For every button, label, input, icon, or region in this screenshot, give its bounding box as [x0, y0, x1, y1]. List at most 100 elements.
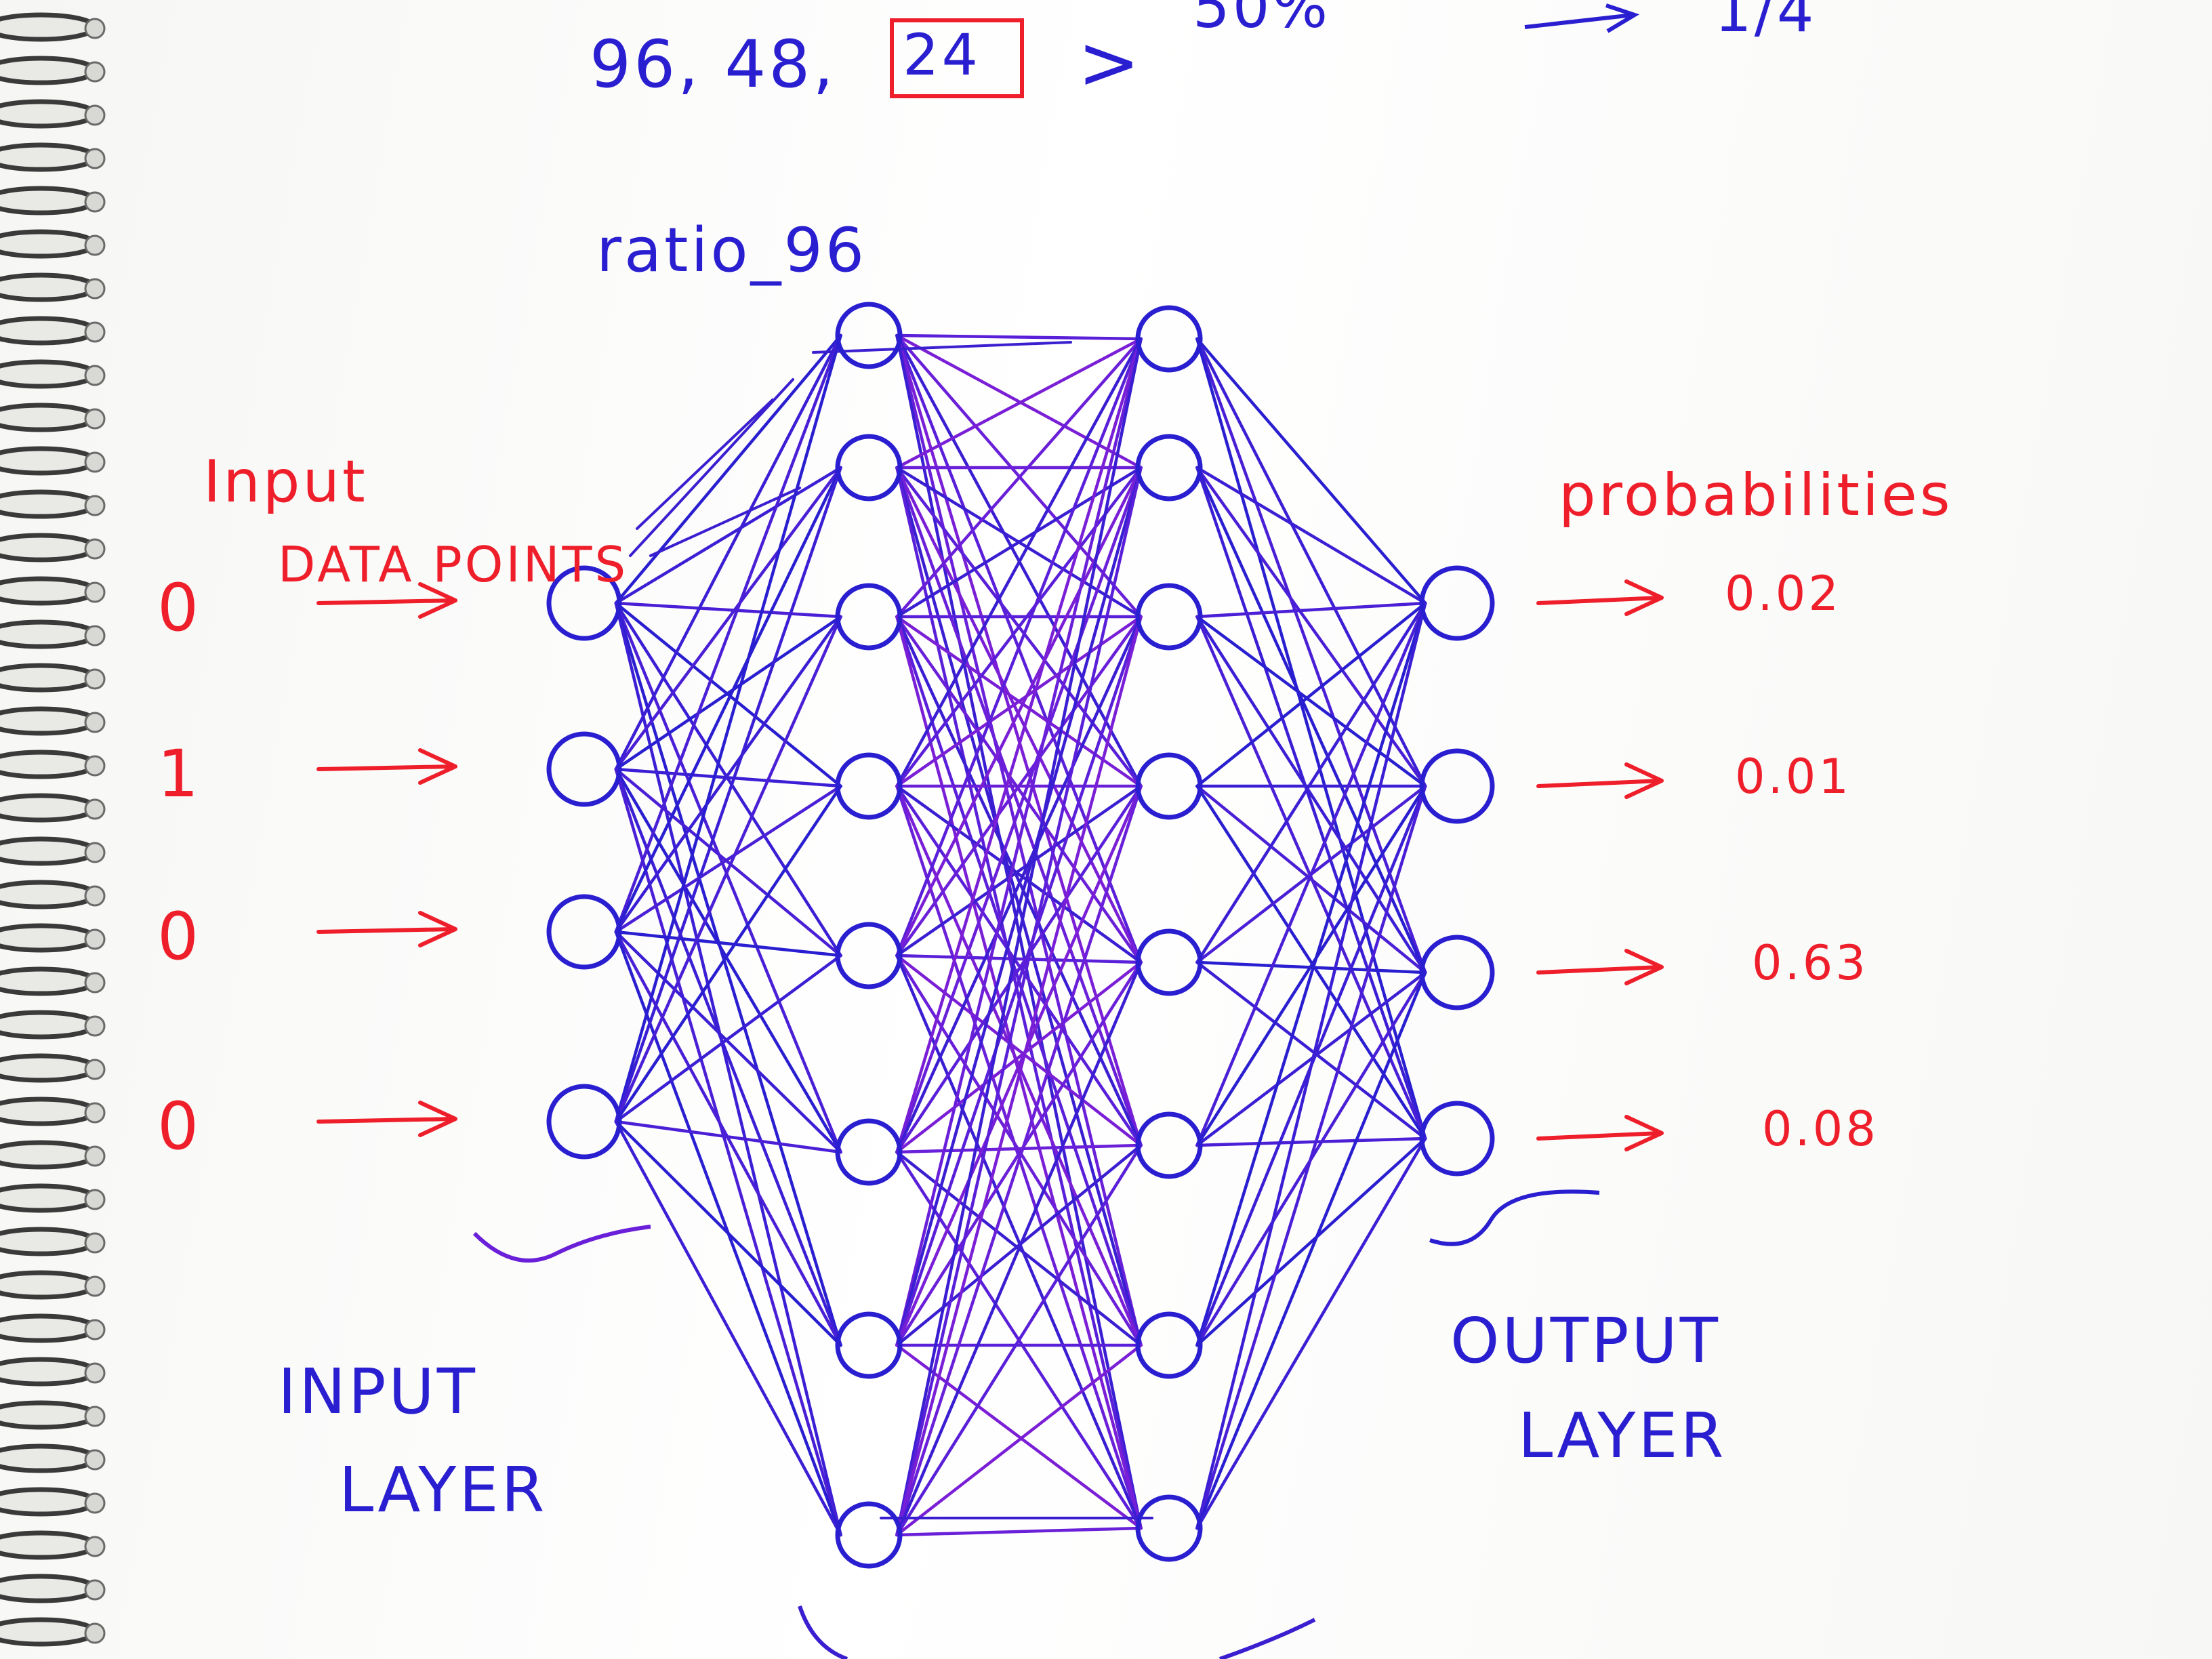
spiral-binding — [0, 12, 106, 1647]
input-node — [546, 894, 622, 970]
connection-line — [614, 601, 842, 1347]
connection-line — [895, 954, 1143, 964]
binding-hole — [84, 928, 106, 950]
connection-line — [1195, 337, 1427, 788]
network-connections — [614, 333, 1427, 1537]
output-probability: 0.02 — [1725, 566, 1841, 621]
input-value: 0 — [157, 570, 201, 646]
connection-line — [614, 767, 842, 958]
binding-hole — [84, 321, 106, 343]
binding-ring — [0, 12, 98, 42]
hidden1-node — [835, 922, 903, 989]
input-value: 0 — [157, 1088, 201, 1164]
binding-hole — [84, 1622, 106, 1644]
binding-ring — [0, 1357, 98, 1387]
binding-hole — [84, 1145, 106, 1167]
connection-line — [812, 341, 1072, 354]
input-brace-squiggle — [472, 1225, 651, 1263]
connection-line — [1195, 970, 1427, 1530]
binding-hole — [84, 61, 106, 83]
binding-ring — [0, 1227, 98, 1256]
input-node — [546, 731, 622, 807]
connection-line — [614, 615, 842, 934]
network-nodes — [546, 302, 1495, 1569]
binding-ring — [0, 186, 98, 216]
connection-line — [895, 960, 1143, 1154]
hidden1-node — [835, 752, 903, 820]
connection-line — [614, 930, 842, 1347]
binding-ring — [0, 923, 98, 953]
binding-ring — [0, 142, 98, 172]
binding-hole — [84, 1189, 106, 1210]
connection-line — [1195, 1136, 1427, 1347]
connection-line — [614, 333, 842, 771]
binding-ring — [0, 446, 98, 476]
binding-hole — [84, 408, 106, 430]
binding-ring — [0, 576, 98, 606]
binding-ring — [0, 99, 98, 129]
connection-line — [614, 466, 842, 1124]
connection-line — [1195, 466, 1427, 1141]
output-arrow-icon — [1536, 1115, 1664, 1151]
input-arrow-icon — [316, 1101, 457, 1137]
connection-line — [614, 615, 842, 771]
binding-ring — [0, 1010, 98, 1040]
connection-line — [629, 378, 794, 557]
connection-line — [895, 615, 1143, 1537]
binding-ring — [0, 229, 98, 259]
hidden2-node — [1135, 928, 1203, 996]
input-arrow-icon — [316, 911, 457, 947]
binding-ring — [0, 1400, 98, 1430]
connection-line — [895, 960, 1143, 1537]
binding-hole — [84, 18, 106, 39]
hidden1-node — [835, 434, 903, 501]
hidden1-node — [835, 1311, 903, 1379]
connection-line — [895, 333, 1143, 341]
connection-line — [895, 466, 1143, 619]
connection-line — [614, 930, 842, 1154]
connection-line — [1195, 466, 1427, 975]
binding-hole — [84, 234, 106, 256]
connection-line — [614, 333, 842, 1124]
connection-line — [895, 1343, 1143, 1530]
top-arrow-note: > — [1078, 19, 1140, 106]
top-sequence-note: 96, 48, — [590, 26, 836, 102]
connection-line — [614, 767, 842, 1347]
connection-line — [895, 337, 1143, 788]
binding-hole — [84, 798, 106, 820]
binding-ring — [0, 966, 98, 996]
connection-line — [895, 466, 1143, 788]
binding-hole — [84, 1492, 106, 1514]
connection-line — [895, 466, 1143, 958]
binding-ring — [0, 793, 98, 823]
connection-line — [614, 767, 842, 788]
connection-line — [1195, 601, 1427, 1147]
top-far-right-note: 1/4 — [1715, 0, 1816, 45]
binding-ring — [0, 1270, 98, 1300]
binding-ring — [0, 706, 98, 736]
connection-line — [614, 466, 842, 934]
binding-ring — [0, 1053, 98, 1083]
connection-line — [614, 1120, 842, 1347]
hidden-brace-squiggle — [798, 1605, 1316, 1659]
connection-line — [1195, 601, 1427, 1530]
hidden2-node — [1135, 434, 1203, 501]
input-arrow-icon — [316, 582, 457, 619]
connection-line — [1195, 784, 1427, 1147]
connection-line — [895, 960, 1143, 1347]
binding-hole — [84, 1406, 106, 1427]
binding-ring — [0, 750, 98, 779]
binding-hole — [84, 668, 106, 690]
connection-line — [895, 337, 1143, 958]
connection-line — [895, 466, 1143, 1537]
top-partial-note: 50% — [1193, 0, 1330, 41]
connection-line — [1195, 601, 1427, 788]
connection-line — [895, 337, 1143, 470]
binding-hole — [84, 842, 106, 863]
binding-ring — [0, 533, 98, 562]
connection-line — [1195, 960, 1427, 1141]
connection-line — [649, 487, 801, 557]
connection-line — [614, 466, 842, 605]
